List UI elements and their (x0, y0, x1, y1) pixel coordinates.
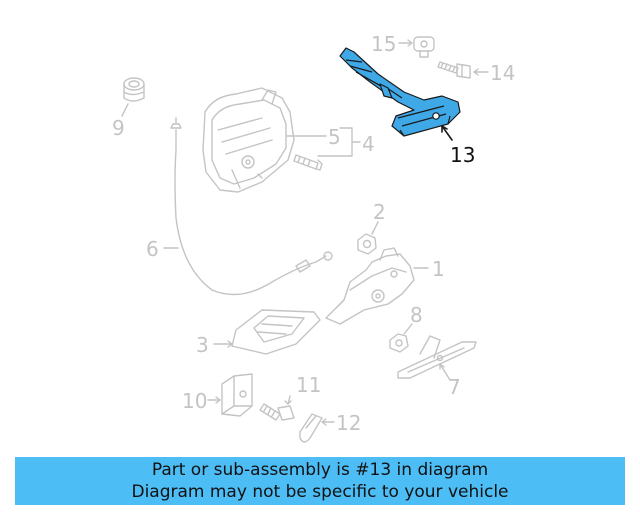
callout-9: 9 (112, 116, 125, 140)
callout-11: 11 (296, 373, 321, 397)
part-11-bolt (259, 403, 295, 421)
arrow-3 (213, 340, 233, 348)
part-3-plate (231, 309, 321, 355)
part-10-bracket (221, 373, 253, 417)
callout-14: 14 (490, 61, 515, 85)
leader-8 (403, 323, 413, 335)
callout-6: 6 (146, 237, 159, 261)
part-5-lock-actuator (202, 87, 295, 193)
part-6-cable (170, 117, 333, 296)
arrow-12 (321, 418, 335, 426)
callout-15: 15 (371, 32, 396, 56)
arrow-13 (441, 124, 453, 141)
bracket-4-5 (317, 127, 361, 157)
callout-5: 5 (328, 125, 341, 149)
arrow-14 (473, 68, 489, 76)
part-7-strip (397, 335, 477, 379)
part-15-clip (413, 36, 435, 58)
callout-13: 13 (450, 143, 475, 167)
arrow-10 (207, 396, 221, 404)
callout-3: 3 (196, 333, 209, 357)
banner-line-2: Diagram may not be specific to your vehi… (131, 482, 509, 502)
part-2-nut (357, 233, 377, 255)
callout-2: 2 (373, 200, 386, 224)
arrow-15 (398, 39, 413, 47)
banner-line-1: Part or sub-assembly is #13 in diagram (151, 460, 489, 480)
callout-7: 7 (448, 375, 461, 399)
info-banner: Part or sub-assembly is #13 in diagram D… (15, 457, 625, 505)
parts-diagram: 15 14 9 5 4 2 6 1 3 8 7 10 11 12 13 (112, 32, 515, 443)
leader-2 (371, 221, 379, 235)
part-14-screw (437, 61, 471, 79)
callout-8: 8 (410, 303, 423, 327)
part-1-latch (325, 247, 415, 325)
callout-10: 10 (182, 389, 207, 413)
leader-9 (121, 103, 129, 117)
arrow-7 (439, 363, 451, 381)
callout-1: 1 (432, 257, 445, 281)
part-8-nut (389, 333, 409, 353)
part-4-stud (293, 154, 323, 171)
part-13-highlighted (339, 47, 461, 137)
callout-12: 12 (336, 411, 361, 435)
part-12-clip (299, 413, 323, 443)
part-9-bumper (123, 77, 145, 102)
arrow-11 (284, 395, 292, 405)
callout-4: 4 (362, 132, 375, 156)
